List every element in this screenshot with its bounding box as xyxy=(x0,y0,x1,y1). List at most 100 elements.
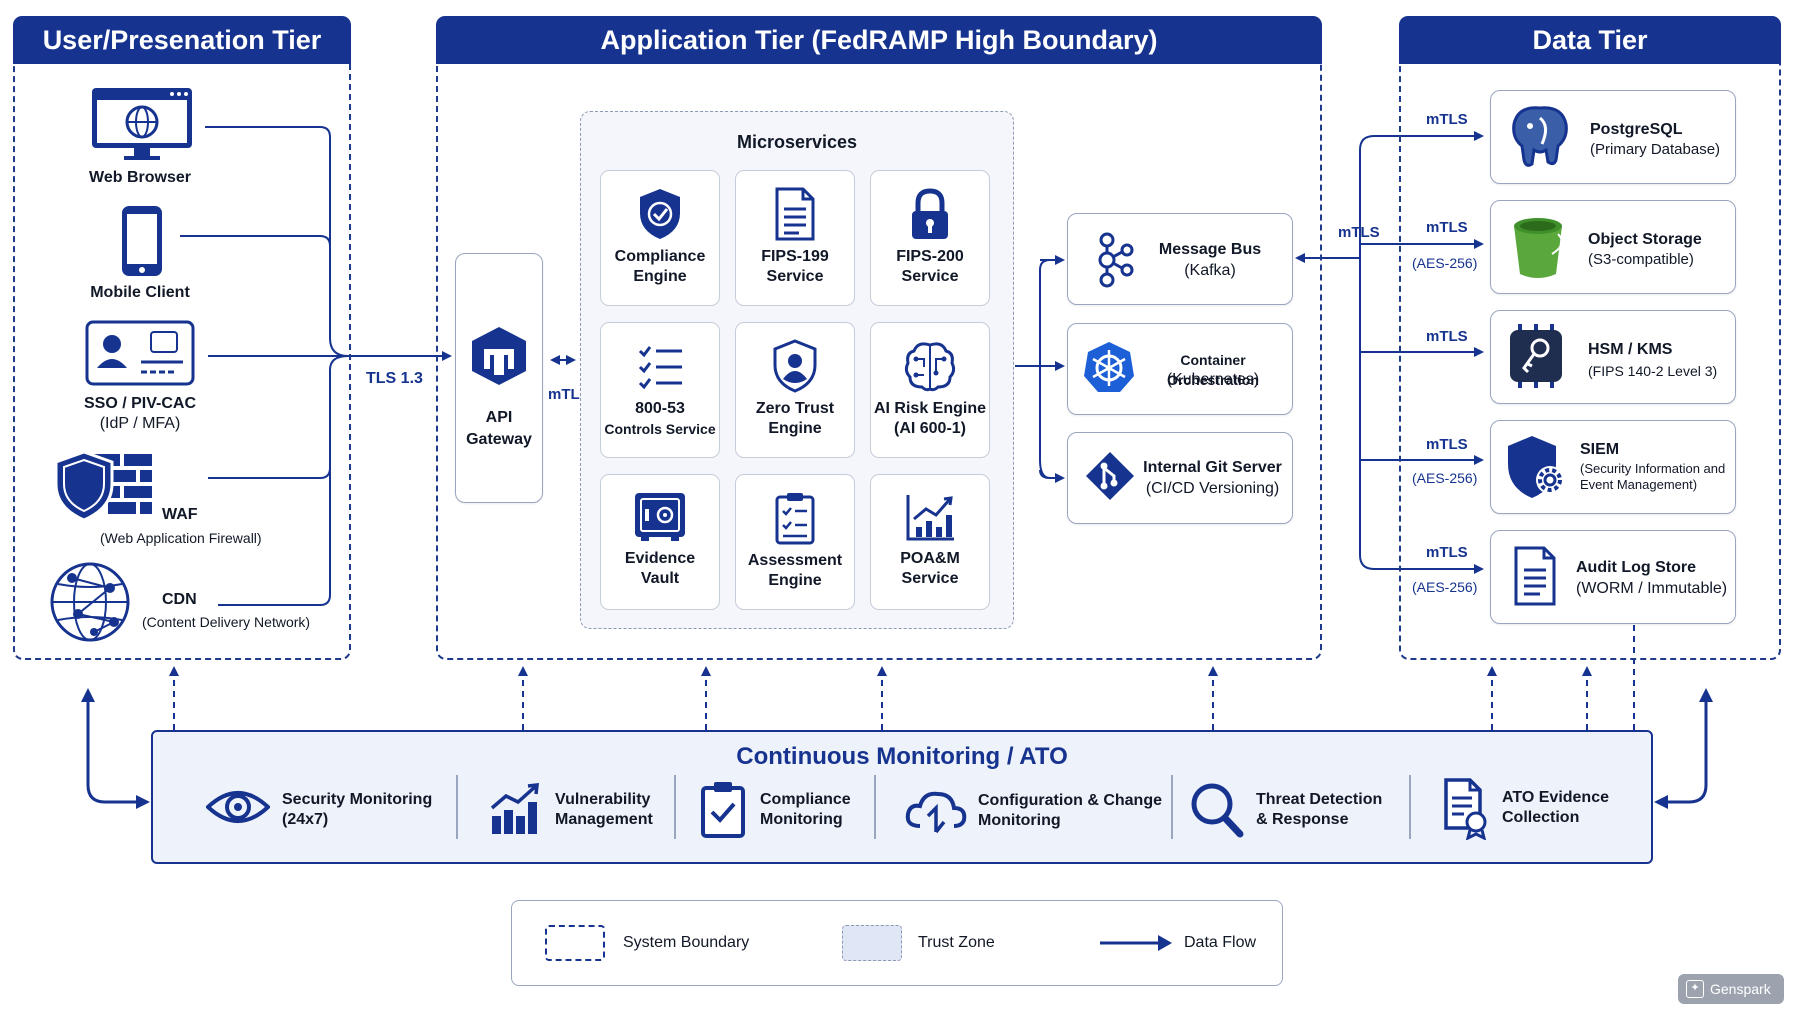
vault-icon xyxy=(635,493,685,541)
eye-icon xyxy=(206,791,270,823)
link-mtls-label: mTLS xyxy=(1426,328,1468,345)
link-mtls-label: mTLS xyxy=(1426,111,1468,128)
data-store-sub: (FIPS 140-2 Level 3) xyxy=(1588,363,1718,379)
message-bus-sub: (Kafka) xyxy=(1184,262,1236,279)
service-label: Service xyxy=(901,268,959,285)
data-store-title: Audit Log Store xyxy=(1576,559,1696,576)
poam-service-card[interactable]: POA&M Service xyxy=(870,474,990,610)
hsm-key-chip-icon xyxy=(1510,324,1562,388)
service-label: (AI 600-1) xyxy=(893,420,967,437)
compliance-engine-card[interactable]: Compliance Engine xyxy=(600,170,720,306)
monitoring-item: Compliance Monitoring xyxy=(760,790,851,830)
checklist-icon xyxy=(638,346,682,390)
shield-check-icon xyxy=(640,189,680,239)
service-label: Compliance xyxy=(614,248,706,265)
message-bus-title: Message Bus xyxy=(1158,241,1262,258)
monitoring-item: Vulnerability Management xyxy=(555,790,653,830)
genspark-watermark: ✦ Genspark xyxy=(1678,974,1784,1004)
cdn-label: CDN xyxy=(162,591,197,608)
service-label: FIPS-200 xyxy=(896,248,964,265)
data-store-sub: (WORM / Immutable) xyxy=(1576,580,1728,597)
api-gateway-icon xyxy=(472,327,526,385)
service-label: Engine xyxy=(633,268,687,285)
web-browser-label: Web Browser xyxy=(89,169,191,186)
document-icon xyxy=(775,187,815,241)
link-aes-label: (AES-256) xyxy=(1412,579,1478,595)
brain-circuit-icon xyxy=(904,342,956,392)
assessment-engine-card[interactable]: Assessment Engine xyxy=(735,474,855,610)
zero-trust-engine-card[interactable]: Zero Trust Engine xyxy=(735,322,855,458)
data-flow-arrow-icon xyxy=(1100,935,1172,951)
git-server-sub: (CI/CD Versioning) xyxy=(1145,480,1280,497)
bar-chart-up-icon xyxy=(490,783,539,834)
monitoring-item-line-2: Collection xyxy=(1502,809,1580,826)
data-store-title: SIEM xyxy=(1580,441,1620,458)
data-store-title: Object Storage xyxy=(1588,231,1702,248)
certificate-document-icon xyxy=(1444,778,1487,840)
data-tier-title: Data Tier xyxy=(1399,16,1781,64)
kubernetes-helm-icon xyxy=(1084,342,1134,392)
api-gateway-label-1: API xyxy=(485,409,513,426)
legend-data-flow-label: Data Flow xyxy=(1184,934,1257,951)
service-label: AI Risk Engine xyxy=(873,400,987,417)
git-diamond-icon xyxy=(1086,452,1134,500)
service-label: Controls Service xyxy=(604,421,716,437)
link-mtls-label: mTLS xyxy=(1426,219,1468,236)
gateway-mtls-label: mTLS xyxy=(548,386,590,403)
shield-gear-icon xyxy=(1508,436,1564,498)
ai-risk-engine-card[interactable]: AI Risk Engine (AI 600-1) xyxy=(870,322,990,458)
shield-user-icon xyxy=(773,339,817,393)
evidence-vault-card[interactable]: Evidence Vault xyxy=(600,474,720,610)
service-label: POA&M xyxy=(900,550,960,567)
monitoring-item-line-2: Monitoring xyxy=(978,812,1061,829)
trust-zone-swatch xyxy=(842,925,902,961)
data-store-sub: (S3-compatible) xyxy=(1588,251,1694,268)
fips-199-service-card[interactable]: FIPS-199 Service xyxy=(735,170,855,306)
service-label: Zero Trust xyxy=(755,400,835,417)
monitoring-item-line-1: Compliance xyxy=(760,791,851,808)
800-53-controls-service-card[interactable]: 800-53 Controls Service xyxy=(600,322,720,458)
growth-chart-icon xyxy=(906,495,954,541)
monitoring-item-line-2: Management xyxy=(555,811,653,828)
sso-label: SSO / PIV-CAC xyxy=(83,395,197,412)
user-tier-title: User/Presenation Tier xyxy=(13,16,351,64)
link-mtls-label: mTLS xyxy=(1426,436,1468,453)
service-label: Assessment xyxy=(747,552,843,569)
postgresql-elephant-icon xyxy=(1512,106,1568,167)
api-gateway-label-2: Gateway xyxy=(466,431,532,448)
monitoring-separator xyxy=(1409,775,1411,839)
monitoring-item: Security Monitoring (24x7) xyxy=(282,790,432,830)
service-label: Engine xyxy=(768,420,822,437)
data-store-sub: (Security Information and xyxy=(1580,461,1726,476)
monitoring-item-line-1: ATO Evidence xyxy=(1502,789,1609,806)
monitoring-item: Threat Detection & Response xyxy=(1256,790,1382,830)
watermark-text: Genspark xyxy=(1710,981,1771,997)
monitoring-separator xyxy=(674,775,676,839)
monitoring-item-line-1: Threat Detection xyxy=(1256,791,1383,808)
container-orchestration-title: Container Orchestration xyxy=(1167,352,1259,388)
clipboard-checklist-icon xyxy=(775,493,815,545)
monitoring-item-line-2: & Response xyxy=(1256,811,1349,828)
service-label: Service xyxy=(901,570,959,587)
storage-bucket-icon xyxy=(1514,218,1563,278)
message-bus-card[interactable] xyxy=(1067,213,1293,305)
monitoring-item: Configuration & Change Monitoring xyxy=(978,791,1162,831)
microservices-title: Microservices xyxy=(736,132,858,152)
application-tier-title: Application Tier (FedRAMP High Boundary) xyxy=(436,16,1322,64)
monitoring-item-line-1: Configuration & Change xyxy=(978,792,1162,809)
service-label: Evidence xyxy=(624,550,696,567)
sso-sub-label: (IdP / MFA) xyxy=(99,415,181,432)
log-document-icon xyxy=(1514,546,1556,606)
data-store-title: HSM / KMS xyxy=(1588,341,1673,358)
legend-system-boundary-label: System Boundary xyxy=(623,934,750,951)
data-store-sub-2: Event Management) xyxy=(1580,477,1698,492)
service-label: Engine xyxy=(768,572,822,589)
monitoring-item-line-2: Monitoring xyxy=(760,811,843,828)
cloud-sync-icon xyxy=(905,791,967,834)
clipboard-check-icon xyxy=(701,782,745,838)
fips-200-service-card[interactable]: FIPS-200 Service xyxy=(870,170,990,306)
link-mtls-label: mTLS xyxy=(1426,544,1468,561)
monitoring-item-line-1: Vulnerability xyxy=(555,791,651,808)
tls-label: TLS 1.3 xyxy=(366,370,423,387)
system-boundary-swatch xyxy=(545,925,605,961)
